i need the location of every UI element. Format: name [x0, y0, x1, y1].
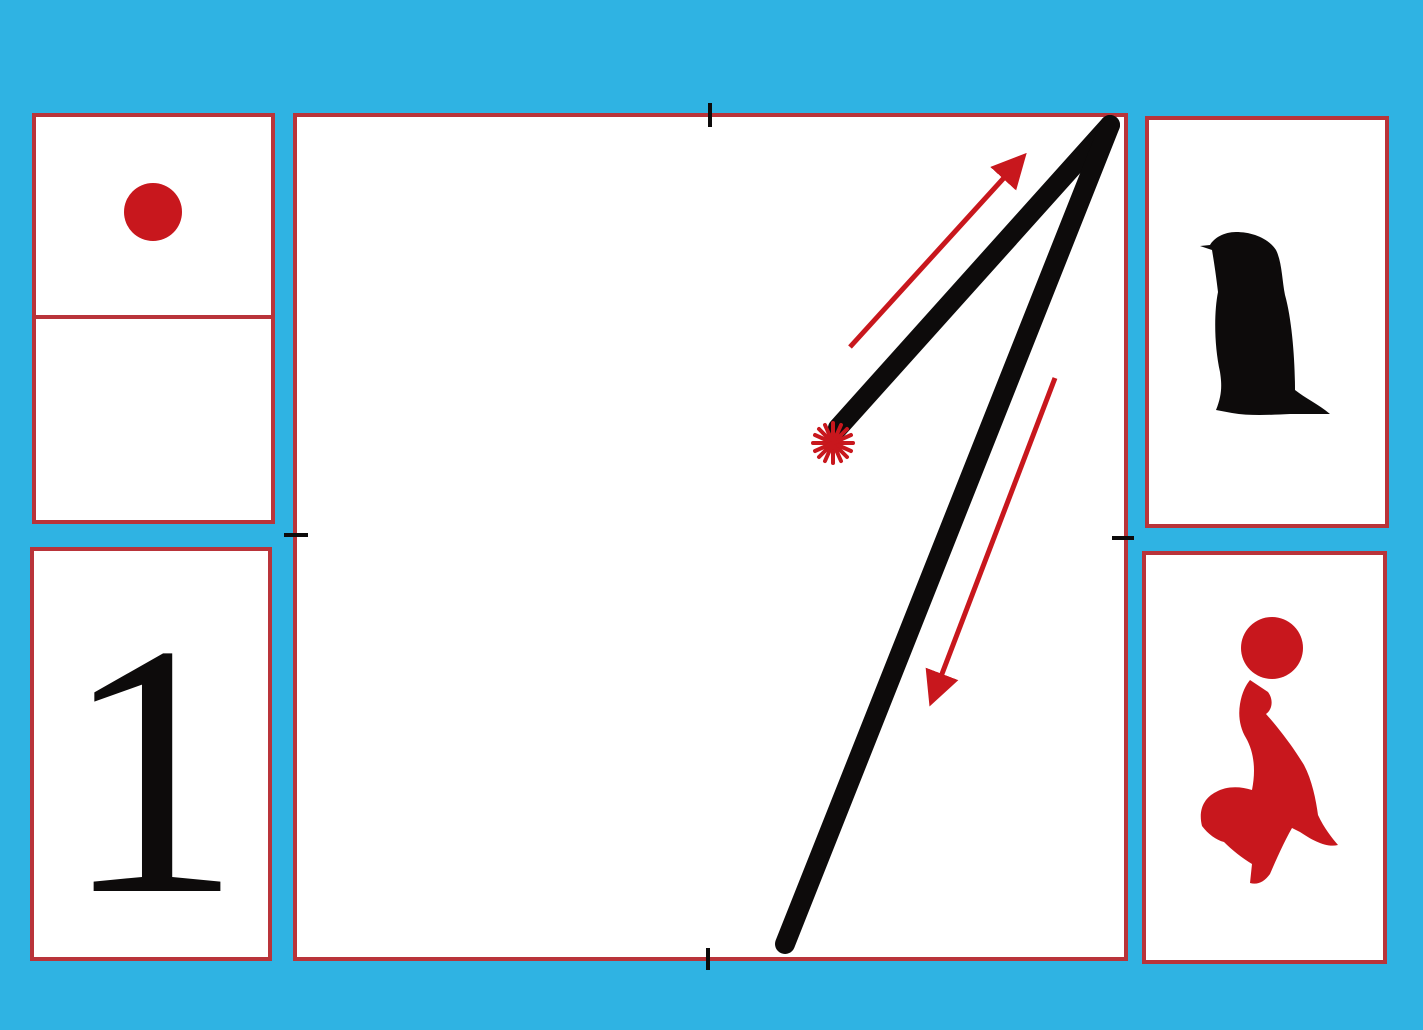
downstroke [785, 125, 1110, 944]
seal-with-ball-icon [1201, 617, 1338, 884]
ball-icon [1241, 617, 1303, 679]
seal-body [1201, 680, 1338, 884]
upstroke [838, 125, 1110, 428]
penguin-icon [1200, 232, 1330, 415]
starburst-icon [813, 423, 853, 463]
red-dot-icon [124, 183, 182, 241]
numeral-stroke-guide [785, 125, 1110, 944]
